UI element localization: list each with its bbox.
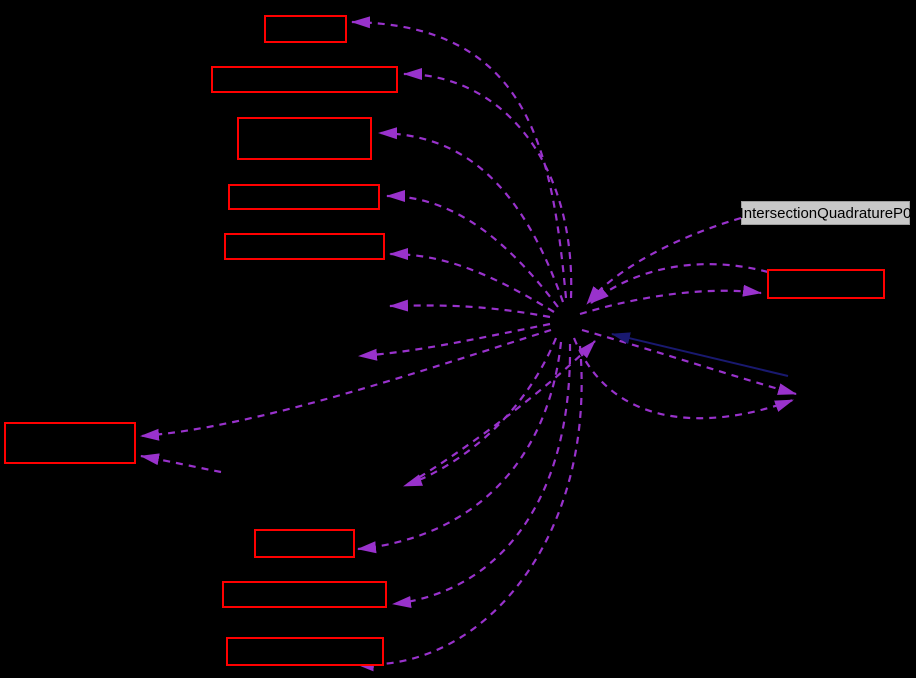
edge-usage-from-label [586, 216, 742, 305]
class-node-node-top-4[interactable] [228, 184, 380, 210]
edge-usage-to-left-b [140, 453, 222, 474]
class-node-node-bottom-1[interactable] [254, 529, 355, 558]
edge-inheritance-from-right-node [611, 332, 789, 377]
edge-usage-from-right-box [590, 263, 769, 304]
edge-usage-to-bottom-1 [357, 341, 563, 554]
class-tooltip-label: IntersectionQuadratureP0 [740, 201, 911, 225]
class-node-node-top-5[interactable] [224, 233, 385, 260]
nodes-layer [4, 15, 885, 666]
edge-usage-to-top-2 [403, 68, 573, 299]
class-node-node-right[interactable] [767, 269, 885, 299]
edge-usage-to-hidden-mid-2 [358, 322, 551, 361]
edge-usage-to-bottom-2 [392, 343, 572, 608]
edge-usage-to-top-4 [386, 190, 559, 308]
class-node-node-left[interactable] [4, 422, 136, 464]
edge-usage-to-right-node-b [572, 337, 794, 420]
class-node-node-bottom-2[interactable] [222, 581, 387, 608]
edge-usage-to-top-3 [378, 127, 565, 303]
class-node-node-top-1[interactable] [264, 15, 347, 43]
edge-usage-to-hidden-low [403, 337, 558, 488]
edge-usage-to-top-5 [389, 248, 555, 313]
class-node-node-top-2[interactable] [211, 66, 398, 93]
class-node-node-top-3[interactable] [237, 117, 372, 160]
edge-usage-to-left-a [140, 328, 552, 441]
edge-usage-to-hidden-mid-1 [389, 299, 551, 319]
edge-usage-to-right-box [579, 284, 762, 316]
edge-usage-from-hidden-low [407, 340, 596, 485]
edge-usage-to-bottom-3 [355, 345, 583, 672]
edge-usage-to-top-1 [351, 16, 568, 299]
edge-usage-to-right-node-a [581, 328, 797, 396]
class-node-node-bottom-3[interactable] [226, 637, 384, 666]
edges-layer [140, 16, 797, 672]
